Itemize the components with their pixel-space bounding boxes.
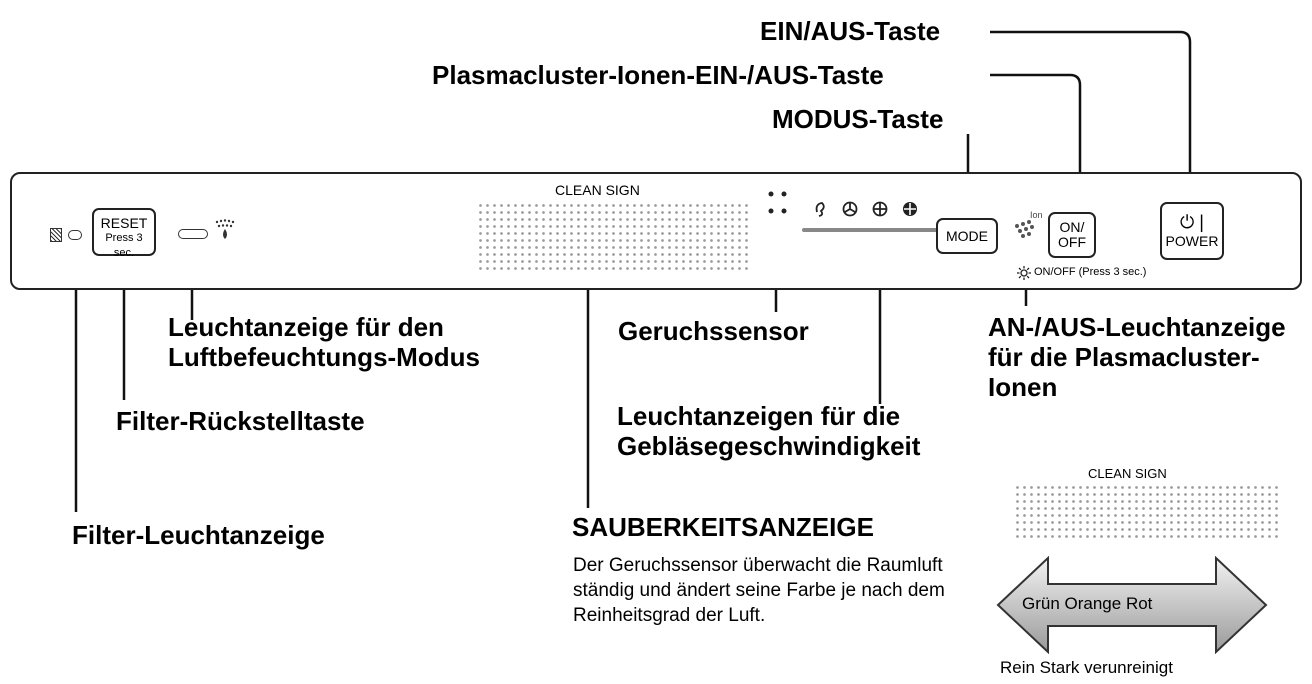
on-off-line2: OFF	[1058, 234, 1086, 250]
callout-odor-sensor: Geruchssensor	[618, 316, 809, 346]
legend-colors-text: Grün Orange Rot	[1022, 594, 1153, 613]
light-sensor-icon	[1017, 266, 1031, 280]
power-label: POWER	[1165, 233, 1219, 249]
legend-clean-sign-light	[1014, 484, 1280, 538]
filter-indicator-led	[68, 230, 82, 240]
callout-filter-indicator: Filter-Leuchtanzeige	[72, 520, 325, 550]
legend-scale-text: Rein Stark verunreinigt	[1000, 658, 1173, 677]
power-button[interactable]: ⏻ | POWER	[1160, 202, 1224, 260]
filter-reset-button[interactable]: RESET Press 3 sec.	[92, 208, 156, 259]
ion-icon	[1015, 220, 1034, 238]
fan-speed-icons	[815, 201, 917, 217]
legend-clean-sign-label: CLEAN SIGN	[1088, 466, 1167, 481]
callout-power-button: EIN/AUS-Taste	[760, 16, 941, 46]
clean-sign-description: Der Geruchssensor überwacht die Raumluft…	[573, 555, 945, 626]
mode-label: MODE	[946, 228, 988, 244]
reset-sublabel: Press 3 sec.	[105, 232, 143, 259]
leader-power	[990, 30, 1192, 200]
callout-fan-speed: Leuchtanzeigen für die Gebläsegeschwindi…	[617, 401, 921, 461]
humidify-icon	[215, 219, 235, 239]
ion-small-label: Ion	[1030, 210, 1043, 220]
reset-label: RESET	[100, 215, 148, 231]
clean-sign-light	[477, 202, 749, 270]
callout-filter-reset: Filter-Rückstelltaste	[116, 406, 365, 436]
clean-sign-label: CLEAN SIGN	[555, 182, 640, 198]
ion-on-off-button[interactable]: ON/ OFF	[1048, 212, 1096, 258]
odor-sensor	[768, 191, 787, 214]
callout-ion-indicator: AN-/AUS-Leuchtanzeige für die Plasmaclus…	[988, 312, 1286, 402]
clean-sign-heading: SAUBERKEITSANZEIGE	[572, 512, 874, 542]
callout-mode-button: MODUS-Taste	[772, 104, 944, 134]
humidify-indicator-led	[178, 229, 208, 239]
power-icon: ⏻ |	[1180, 212, 1204, 232]
fan-speed-bar	[802, 228, 942, 232]
callout-ion-button: Plasmacluster-Ionen-EIN-/AUS-Taste	[432, 60, 884, 90]
leader-ion-button	[990, 73, 1082, 200]
legend-arrow	[996, 556, 1268, 654]
control-panel: RESET Press 3 sec. CLEAN SIGN MODE	[10, 172, 1302, 290]
callout-humidify-indicator: Leuchtanzeige für den Luftbefeuchtungs-M…	[168, 312, 480, 372]
ion-note: ON/OFF (Press 3 sec.)	[1034, 266, 1147, 278]
filter-icon	[50, 228, 62, 242]
mode-button[interactable]: MODE	[936, 218, 998, 254]
on-off-line1: ON/	[1059, 219, 1085, 235]
